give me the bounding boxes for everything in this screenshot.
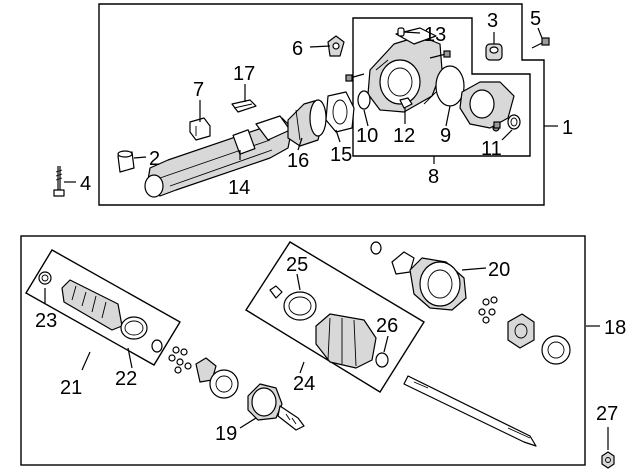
callout-27: 27 (596, 403, 618, 425)
clip-part-17 (231, 99, 257, 113)
sub-assembly-24-frame (245, 241, 425, 393)
sub-assembly-21-frame (25, 249, 181, 366)
callout-2: 2 (149, 148, 160, 170)
nut-part-12 (399, 97, 413, 109)
callout-16: 16 (287, 150, 309, 172)
callout-4: 4 (80, 173, 91, 195)
callout-24: 24 (293, 373, 315, 395)
carrier-housing-part (367, 27, 443, 113)
callout-13: 13 (424, 24, 446, 46)
cover-part (459, 81, 515, 132)
bolt-part-housing (345, 50, 451, 82)
bearing-balls-part (168, 346, 239, 399)
flange-part-16 (287, 99, 327, 147)
callout-22: 22 (115, 368, 137, 390)
callout-23: 23 (35, 310, 57, 332)
upper-assembly-frame (98, 3, 545, 206)
upper-assembly-group: 1 2 3 4 5 6 7 8 9 10 11 12 13 14 15 16 1… (53, 3, 573, 206)
bolt-part-4 (53, 166, 65, 197)
callout-9: 9 (440, 125, 451, 147)
callout-11: 11 (481, 138, 502, 160)
mount-part-3 (485, 43, 503, 61)
sub-assembly-8-frame (352, 17, 531, 157)
boot-part-24 (269, 285, 389, 369)
housing-tube-part (144, 115, 293, 198)
cv-joint-part-19 (247, 383, 305, 431)
bushing-part-2 (117, 150, 135, 173)
callout-7: 7 (193, 79, 204, 101)
boot-part-21 (38, 271, 163, 353)
callout-21: 21 (60, 377, 82, 399)
callout-20: 20 (488, 259, 510, 281)
o-ring-part-9 (435, 65, 465, 107)
seal-part-10 (357, 90, 371, 110)
callout-8: 8 (428, 166, 439, 188)
bearing-balls-right-part (478, 296, 571, 365)
bracket-part-6 (327, 35, 345, 57)
lower-assembly-frame (20, 235, 586, 466)
nut-part-27 (601, 451, 615, 469)
callout-3: 3 (487, 10, 498, 32)
callout-1: 1 (562, 117, 573, 139)
bolt-part-13 (397, 27, 405, 37)
callout-26: 26 (376, 315, 398, 337)
cv-joint-part-20 (370, 241, 467, 311)
bolt-part-5 (531, 37, 550, 49)
gasket-part-15 (325, 91, 355, 133)
bracket-part-7 (189, 117, 211, 141)
callout-17: 17 (233, 63, 255, 85)
callout-19: 19 (215, 423, 237, 445)
seal-part-11 (493, 114, 521, 130)
callout-25: 25 (286, 254, 308, 276)
callout-5: 5 (530, 8, 541, 30)
lower-assembly-group: 18 19 20 21 22 23 24 25 26 27 (20, 235, 626, 469)
axle-shaft-part (403, 375, 537, 447)
callout-15: 15 (330, 144, 352, 166)
callout-14: 14 (228, 177, 250, 199)
callout-12: 12 (393, 125, 415, 147)
callout-18: 18 (604, 317, 626, 339)
callout-10: 10 (356, 125, 378, 147)
callout-6: 6 (292, 38, 303, 60)
